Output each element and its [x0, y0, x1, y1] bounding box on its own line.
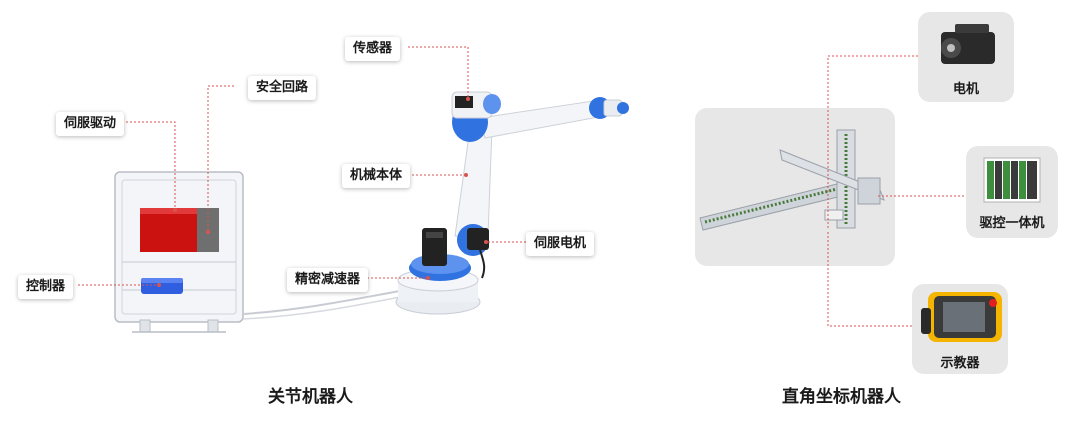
- sensor-label: 传感器: [345, 37, 400, 61]
- controller-label: 控制器: [18, 275, 73, 299]
- mechanical-body-label: 机械本体: [342, 164, 410, 188]
- teach-pendant-icon-front: [921, 292, 1002, 342]
- drive-control-unit-icon-front: [984, 158, 1040, 202]
- cartesian-robot-caption: 直角坐标机器人: [782, 382, 901, 407]
- motor-icon-front: [941, 24, 995, 64]
- safety-circuit-label: 安全回路: [248, 76, 316, 100]
- servo-drive-label: 伺服驱动: [56, 112, 124, 136]
- joint-robot-caption: 关节机器人: [268, 382, 353, 407]
- servo-motor-label: 伺服电机: [526, 232, 594, 256]
- precision-reducer-label: 精密减速器: [287, 268, 368, 292]
